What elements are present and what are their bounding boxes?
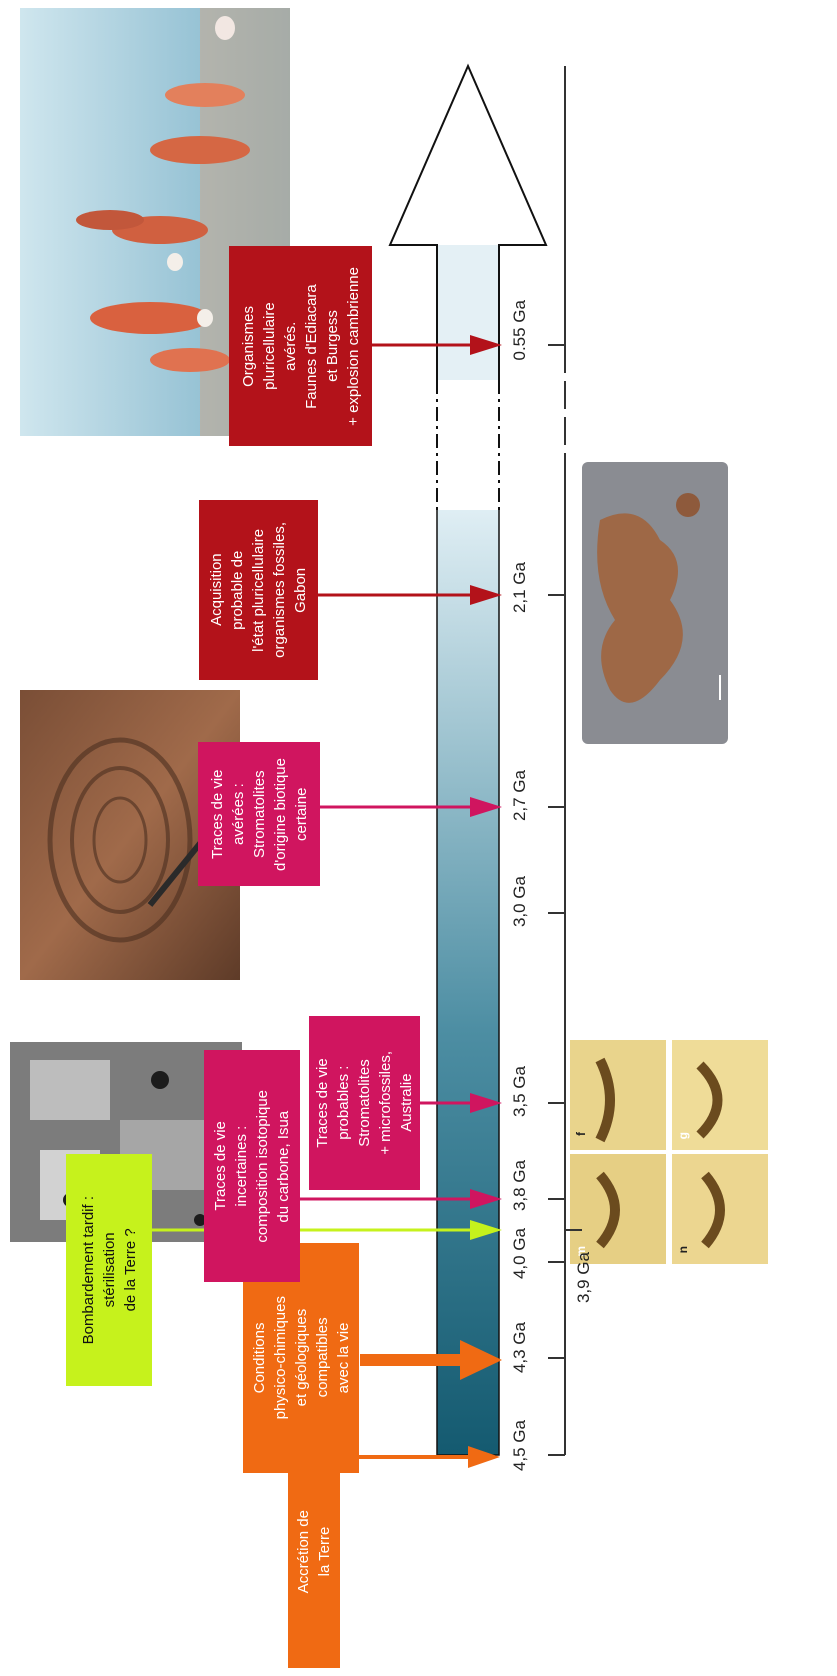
gabon-photo bbox=[582, 462, 728, 744]
micro-label-n: n bbox=[676, 1246, 690, 1253]
tick-label-3-9: 3,9 Ga bbox=[574, 1252, 594, 1303]
event-stromatolites-panel: Traces de vie avérées : Stromatolites d'… bbox=[198, 742, 320, 886]
event-bombardement-panel: Bombardement tardif : stérilisation de l… bbox=[66, 1154, 152, 1386]
tick-label-4-3: 4,3 Ga bbox=[510, 1322, 530, 1373]
event-gabon-text: Acquisition probable de l'état pluricell… bbox=[206, 522, 311, 658]
event-isua-panel: Traces de vie incertaines : composition … bbox=[204, 1050, 300, 1282]
tick-label-2-1: 2,1 Ga bbox=[510, 562, 530, 613]
tick-label-3-8: 3,8 Ga bbox=[510, 1160, 530, 1211]
event-isua-text: Traces de vie incertaines : composition … bbox=[210, 1090, 294, 1243]
event-stromatolites-text: Traces de vie avérées : Stromatolites d'… bbox=[207, 758, 312, 871]
event-bombardement-text: Bombardement tardif : stérilisation de l… bbox=[78, 1196, 141, 1344]
tick-label-3-0: 3,0 Ga bbox=[510, 876, 530, 927]
tick-label-0-55: 0.55 Ga bbox=[510, 300, 530, 361]
timeline-bar bbox=[437, 510, 499, 1455]
tick-label-4-0: 4,0 Ga bbox=[510, 1228, 530, 1279]
micro-label-f: f bbox=[574, 1132, 588, 1136]
event-ediacara-panel: Organismes pluricellulaire avérés. Faune… bbox=[229, 246, 372, 446]
event-accretion-text: Accrétion de la Terre bbox=[293, 1510, 335, 1593]
event-conditions-text: Conditions physico-chimiques et géologiq… bbox=[249, 1296, 354, 1419]
tick-label-4-5: 4,5 Ga bbox=[510, 1420, 530, 1471]
microfossils-photo bbox=[570, 1040, 768, 1264]
event-gabon-panel: Acquisition probable de l'état pluricell… bbox=[199, 500, 318, 680]
event-ediacara-text: Organismes pluricellulaire avérés. Faune… bbox=[238, 267, 364, 426]
event-australie-text: Traces de vie probables : Stromatolites … bbox=[312, 1051, 417, 1155]
event-australie-panel: Traces de vie probables : Stromatolites … bbox=[309, 1016, 420, 1190]
micro-label-g: g bbox=[676, 1132, 690, 1139]
tick-label-3-5: 3,5 Ga bbox=[510, 1066, 530, 1117]
tick-label-2-7: 2,7 Ga bbox=[510, 770, 530, 821]
